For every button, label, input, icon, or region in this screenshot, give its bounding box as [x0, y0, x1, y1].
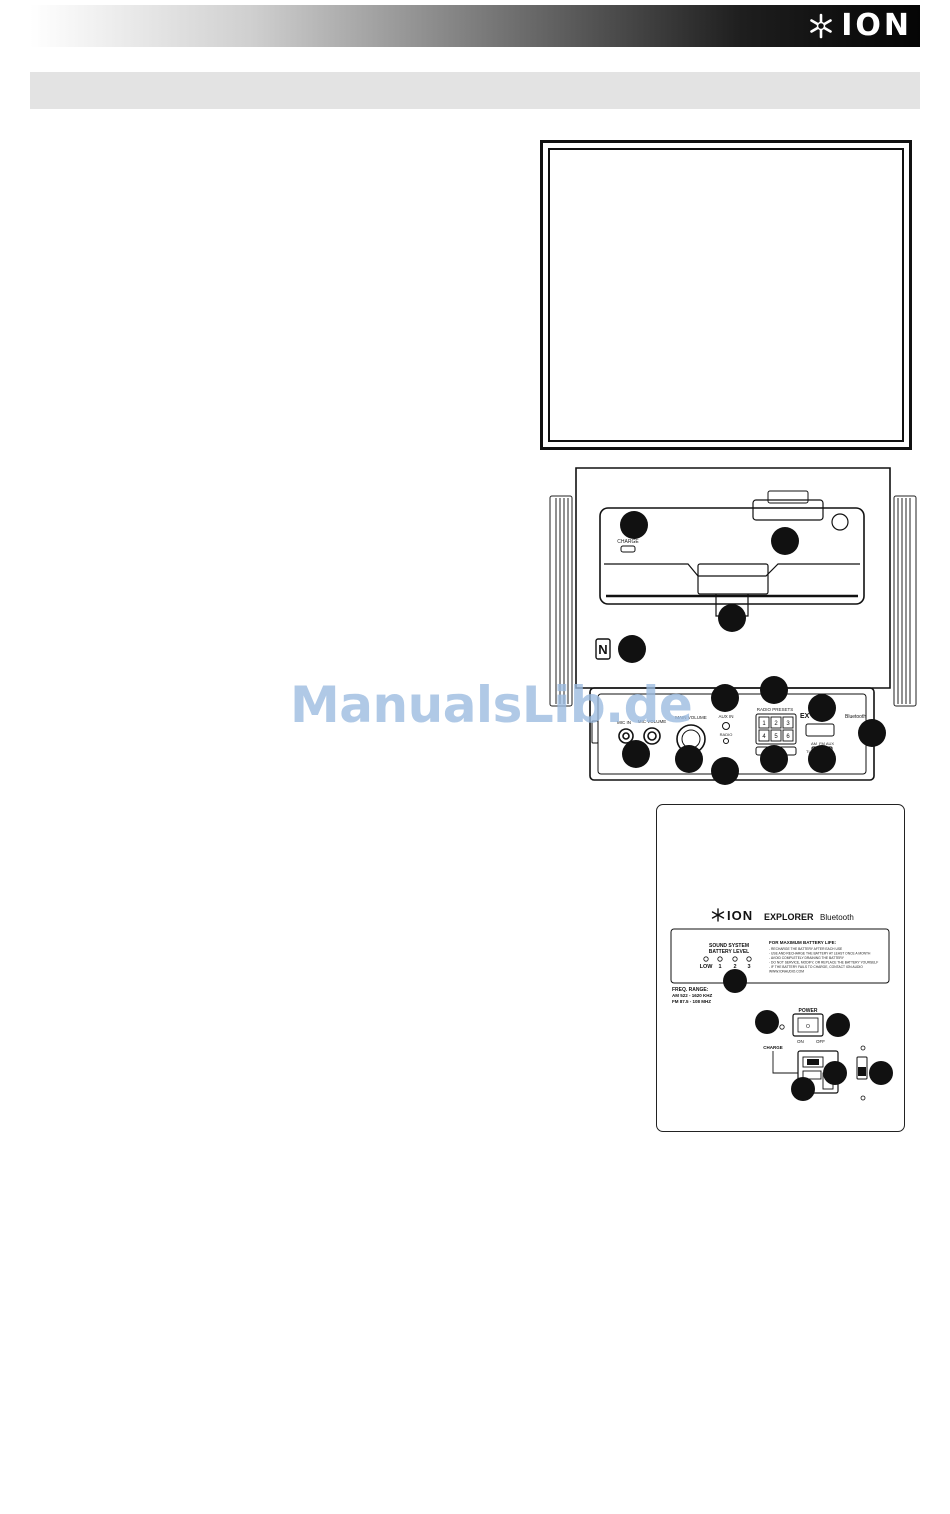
note-box: [540, 140, 912, 450]
callout: [711, 684, 739, 712]
callout: [760, 745, 788, 773]
callout: [622, 740, 650, 768]
radio-label: RADIO: [720, 732, 733, 737]
main-volume-label: MAIN VOLUME: [675, 715, 707, 720]
left-handle-grille: [549, 495, 573, 707]
charge-label: CHARGE: [617, 539, 639, 545]
callouts-top: [618, 511, 886, 785]
callout: [826, 1013, 850, 1037]
charge-label-rear: CHARGE: [763, 1045, 783, 1050]
band-am: AM: [811, 741, 817, 746]
rear-model-name: EXPLORER: [764, 912, 814, 922]
tips-title: FOR MAXIMUM BATTERY LIFE:: [769, 940, 837, 945]
rear-panel-diagram: ION EXPLORER Bluetooth SOUND SYSTEM BATT…: [656, 804, 905, 1132]
preset-2: 2: [774, 721, 778, 727]
callout: [675, 745, 703, 773]
preset-1: 1: [762, 721, 766, 727]
freq-title: FREQ. RANGE:: [672, 987, 709, 993]
ion-star-icon: [810, 13, 833, 39]
svg-text:N: N: [598, 642, 607, 657]
brand-logo: ION: [807, 9, 912, 43]
brand-name: ION: [841, 8, 912, 43]
callout: [620, 511, 648, 539]
right-handle-grille: [893, 495, 917, 707]
tip-line: - IF THE BATTERY FAILS TO CHARGE, CONTAC…: [769, 965, 863, 969]
callout: [723, 969, 747, 993]
mic-volume-label: MIC VOLUME: [638, 719, 667, 724]
tip-line: - AVOID COMPLETELY DRAINING THE BATTERY: [769, 956, 845, 960]
panel-bt-label: Bluetooth: [845, 714, 866, 720]
power-on-label: ON: [797, 1039, 804, 1044]
band-fm: FM: [819, 741, 825, 746]
watermark: ManualsLib.de: [290, 676, 693, 734]
tip-line: - DO NOT SERVICE, MODIFY, OR REPLACE THE…: [769, 961, 878, 965]
rear-brand: ION EXPLORER Bluetooth: [711, 908, 854, 923]
callouts-rear: [723, 969, 893, 1101]
tip-line: - RECHARGE THE BATTERY AFTER EACH USE: [769, 947, 843, 951]
preset-5: 5: [774, 734, 778, 740]
radio-presets-label: RADIO PRESETS: [757, 707, 794, 712]
mic-in-label: MIC IN: [617, 720, 631, 725]
callout: [858, 719, 886, 747]
callout: [618, 635, 646, 663]
callout: [755, 1010, 779, 1034]
freq-fm: FM 87.5 - 108 MHZ: [672, 999, 711, 1004]
section-heading-bar: [30, 72, 920, 109]
rear-brand-name: ION: [727, 908, 753, 923]
callout: [711, 757, 739, 785]
battery-level-low: LOW: [700, 964, 714, 970]
preset-4: 4: [762, 734, 766, 740]
battery-title-1: SOUND SYSTEM: [709, 943, 749, 949]
aux-in-label: AUX IN: [718, 714, 733, 719]
callout: [771, 527, 799, 555]
svg-text:O: O: [806, 1024, 810, 1030]
note-box-inner-border: [548, 148, 904, 442]
power-label: POWER: [799, 1008, 818, 1014]
band-aux: AUX: [826, 741, 835, 746]
freq-am: AM 522 - 1620 KHZ: [672, 993, 713, 998]
callout: [823, 1061, 847, 1085]
top-panel-diagram: CHARGE N MIC IN MIC VOLUME MAIN VOLUME A…: [548, 466, 918, 786]
tip-line: - USE AND RECHARGE THE BATTERY AT LEAST …: [769, 952, 871, 956]
callout: [869, 1061, 893, 1085]
rear-model-suffix: Bluetooth: [820, 913, 854, 922]
power-off-label: OFF: [816, 1039, 825, 1044]
preset-6: 6: [786, 734, 790, 740]
preset-3: 3: [786, 721, 790, 727]
battery-level-2: 2: [733, 964, 736, 970]
callout: [791, 1077, 815, 1101]
callout: [808, 745, 836, 773]
callout: [808, 694, 836, 722]
callout: [760, 676, 788, 704]
battery-level-1: 1: [718, 964, 721, 970]
panel-brand-label: EX: [800, 713, 810, 720]
callout: [718, 604, 746, 632]
battery-level-3: 3: [747, 964, 750, 970]
battery-title-2: BATTERY LEVEL: [709, 949, 749, 955]
unit-body: CHARGE N: [575, 467, 891, 689]
tip-line: WWW.IONAUDIO.COM: [769, 970, 804, 974]
header-bar: ION: [30, 5, 920, 47]
